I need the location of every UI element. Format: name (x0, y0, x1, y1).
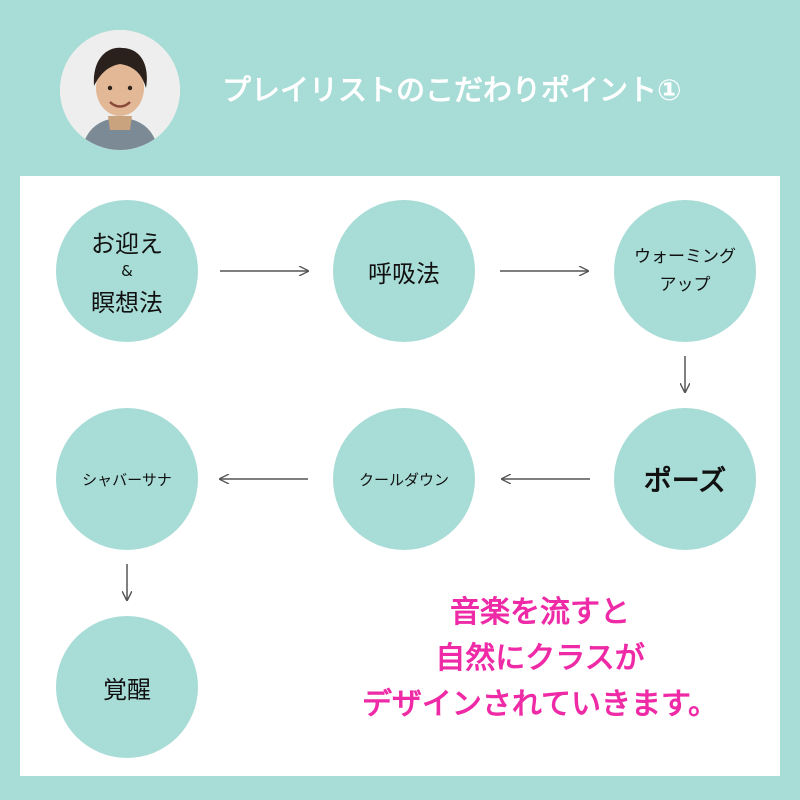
person-photo-icon (60, 30, 180, 150)
step-awakening: 覚醒 (56, 616, 198, 758)
flow-panel: お迎え & 瞑想法 呼吸法 ウォーミング アップ ポーズ クールダウン シャバー… (20, 176, 780, 776)
message-line: 音楽を流すと (450, 595, 630, 630)
flow-arrows (20, 176, 780, 776)
step-breathing: 呼吸法 (333, 200, 475, 342)
message-line: 自然にクラスが (435, 641, 645, 676)
step-warm-up: ウォーミング アップ (614, 200, 756, 342)
page-title: プレイリストのこだわりポイント① (222, 73, 682, 107)
avatar (60, 30, 180, 150)
message-line: デザインされていきます。 (361, 687, 719, 722)
step-cool-down: クールダウン (333, 408, 475, 550)
step-poses: ポーズ (614, 408, 756, 550)
highlight-message: 音楽を流すと 自然にクラスが デザインされていきます。 (300, 590, 780, 728)
step-savasana: シャバーサナ (56, 408, 198, 550)
step-welcome-meditation: お迎え & 瞑想法 (56, 200, 198, 342)
